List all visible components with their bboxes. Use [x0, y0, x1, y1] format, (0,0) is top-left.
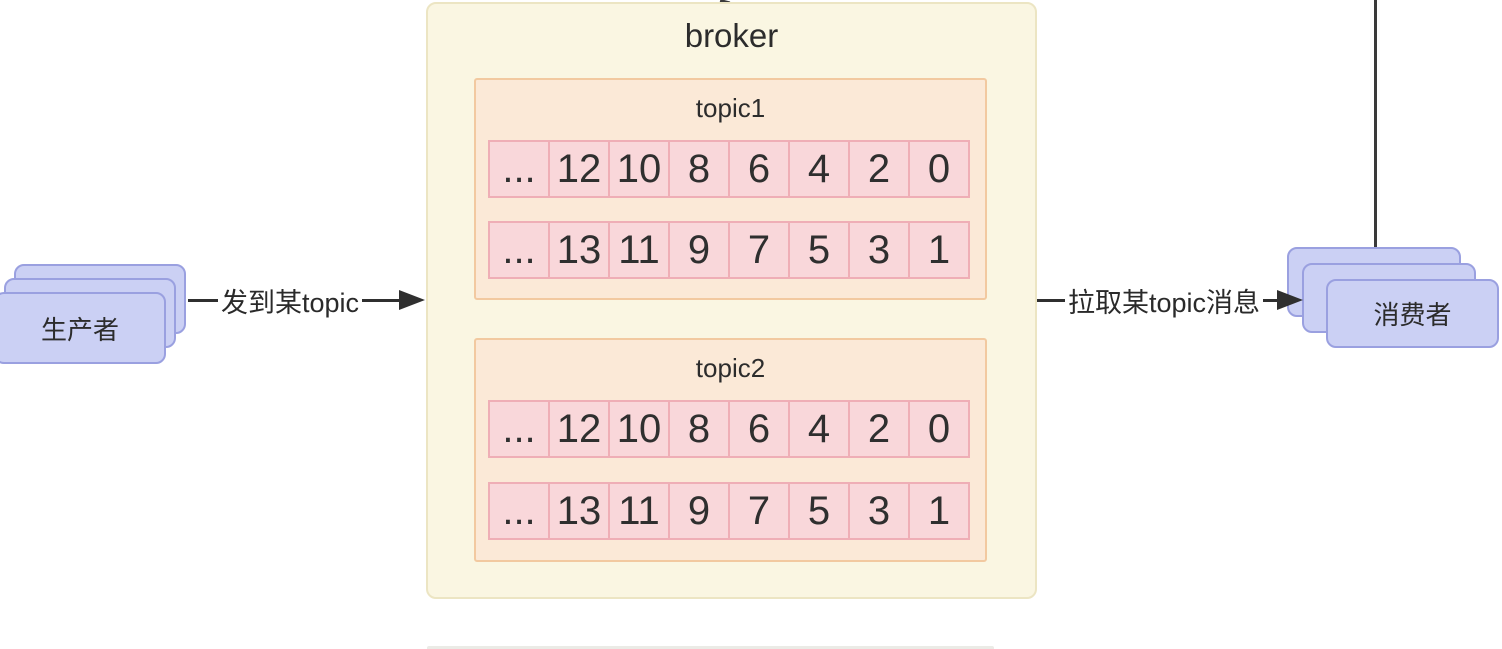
partition-cell: 13	[548, 221, 610, 279]
partition-cell: ...	[488, 221, 550, 279]
partition-cell: 12	[548, 140, 610, 198]
partition-cell: 8	[668, 400, 730, 458]
topic2-partition-row-0: ... 12 10 8 6 4 2 0	[488, 400, 970, 458]
producer-box-front: 生产者	[0, 292, 166, 364]
partition-cell: 4	[788, 140, 850, 198]
produce-arrow: 发到某topic	[188, 286, 425, 318]
broker-title: broker	[684, 17, 779, 54]
topic2-title: topic2	[695, 353, 766, 383]
partition-cell: 5	[788, 221, 850, 279]
bottom-edge-element-stub	[427, 646, 994, 649]
partition-cell: 9	[668, 482, 730, 540]
partition-cell: 7	[728, 482, 790, 540]
producer-label: 生产者	[40, 314, 119, 345]
broker-box: broker topic1 ... 12 10 8 6 4 2 0 ... 13…	[426, 2, 1037, 599]
consumer-connection-line	[1374, 0, 1377, 250]
consume-arrowhead-icon	[1277, 290, 1303, 310]
produce-arrowhead-icon	[399, 290, 425, 310]
topic1-title: topic1	[695, 93, 766, 123]
partition-cell: 2	[848, 400, 910, 458]
partition-cell: 12	[548, 400, 610, 458]
partition-cell: 0	[908, 400, 970, 458]
partition-cell: 3	[848, 482, 910, 540]
partition-cell: 8	[668, 140, 730, 198]
produce-arrow-line-start	[188, 298, 218, 302]
partition-cell: 5	[788, 482, 850, 540]
produce-arrow-line-end	[362, 298, 399, 302]
partition-cell: 6	[728, 400, 790, 458]
partition-cell: 0	[908, 140, 970, 198]
consume-arrow-label: 拉取某topic消息	[1068, 287, 1261, 318]
partition-cell: 6	[728, 140, 790, 198]
partition-cell: 7	[728, 221, 790, 279]
partition-cell: 2	[848, 140, 910, 198]
topic1-partition-row-0: ... 12 10 8 6 4 2 0	[488, 140, 970, 198]
partition-cell: ...	[488, 140, 550, 198]
partition-cell: 1	[908, 221, 970, 279]
partition-cell: 13	[548, 482, 610, 540]
partition-cell: 10	[608, 140, 670, 198]
partition-cell: 10	[608, 400, 670, 458]
topic2-box: topic2 ... 12 10 8 6 4 2 0 ... 13 11 9 7…	[474, 338, 987, 562]
partition-cell: 11	[608, 482, 670, 540]
consume-arrow-line-end	[1263, 298, 1277, 302]
topic2-partition-row-1: ... 13 11 9 7 5 3 1	[488, 482, 970, 540]
partition-cell: ...	[488, 482, 550, 540]
partition-cell: 9	[668, 221, 730, 279]
consumer-box-front: 消费者	[1326, 279, 1499, 348]
consume-arrow: 拉取某topic消息	[1037, 286, 1303, 318]
partition-cell: 1	[908, 482, 970, 540]
consume-arrow-line-start	[1037, 298, 1065, 302]
partition-cell: 4	[788, 400, 850, 458]
partition-cell: 3	[848, 221, 910, 279]
produce-arrow-label: 发到某topic	[221, 287, 360, 318]
topic1-partition-row-1: ... 13 11 9 7 5 3 1	[488, 221, 970, 279]
topic1-box: topic1 ... 12 10 8 6 4 2 0 ... 13 11 9 7…	[474, 78, 987, 300]
partition-cell: 11	[608, 221, 670, 279]
partition-cell: ...	[488, 400, 550, 458]
consumer-label: 消费者	[1373, 300, 1452, 330]
